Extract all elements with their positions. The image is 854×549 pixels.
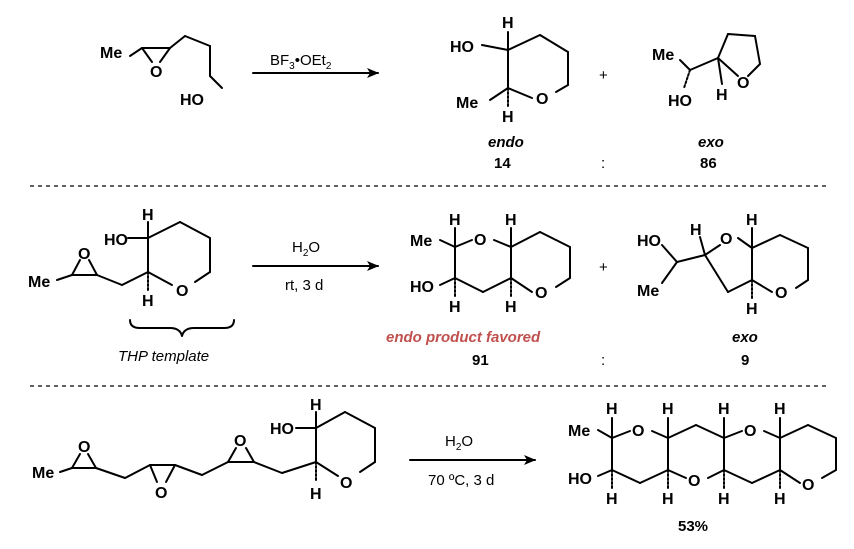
row1-substrate-epoxide-o: O xyxy=(150,64,162,81)
row2-substrate: HO H Me O O H THP template xyxy=(28,207,235,365)
row1-exo-product: Me HO H O exo 86 xyxy=(652,33,761,172)
row3-product-h3: H xyxy=(718,401,730,418)
row3-product-h8: H xyxy=(774,491,786,508)
row2-endo-ratio: 91 xyxy=(472,352,489,369)
row1-exo-me: Me xyxy=(652,47,674,64)
row1-reagent: BF3•OEt2 xyxy=(252,52,379,78)
row1-substrate-me: Me xyxy=(100,45,122,62)
row3-product-h4: H xyxy=(774,401,786,418)
row1-endo-label: endo xyxy=(488,134,524,151)
row3-product-o1: O xyxy=(632,423,644,440)
row1-endo-h-bottom: H xyxy=(502,109,514,126)
row3-product-h7: H xyxy=(718,491,730,508)
row1-exo-ratio: 86 xyxy=(700,155,717,172)
row2-exo-ho: HO xyxy=(637,233,661,250)
row1-ratio-colon: : xyxy=(601,155,605,172)
row2-substrate-epoxide-o: O xyxy=(78,246,90,263)
row3-reagent-bottom: 70 ºC, 3 d xyxy=(428,472,494,489)
row3-product: Me H O H H O H HO H H O H H O 53% xyxy=(568,401,837,535)
row3-product-h6: H xyxy=(662,491,674,508)
row2-exo-product: HO H O H Me H O exo 9 xyxy=(637,212,809,369)
row2-exo-ratio: 9 xyxy=(741,352,749,369)
row3-substrate-ring-o: O xyxy=(340,475,352,492)
row2-endo-o1: O xyxy=(474,232,486,249)
row2-exo-h1: H xyxy=(690,222,702,239)
row3-reagent: H2O 70 ºC, 3 d xyxy=(409,433,536,489)
row3-substrate-o2: O xyxy=(155,485,167,502)
row3-substrate-h-bottom: H xyxy=(310,486,322,503)
template-brace xyxy=(129,319,235,337)
row2-endo-h3: H xyxy=(449,299,461,316)
row3-product-h5: H xyxy=(606,491,618,508)
row3-substrate-h-top: H xyxy=(310,397,322,414)
row3-product-h1: H xyxy=(606,401,618,418)
row1-endo-product: HO H Me O H endo 14 xyxy=(450,15,569,172)
row1-exo-o: O xyxy=(737,75,749,92)
row3-substrate-o1: O xyxy=(78,439,90,456)
row2-endo-label: endo product favored xyxy=(386,329,541,346)
row2-endo-o2: O xyxy=(535,285,547,302)
row1-exo-ho: HO xyxy=(668,93,692,110)
row3-substrate-o3: O xyxy=(234,433,246,450)
row2-endo-ho: HO xyxy=(410,279,434,296)
row2-endo-h1: H xyxy=(449,212,461,229)
row3-reagent-top: H2O xyxy=(445,433,473,453)
row1-endo-me: Me xyxy=(456,95,478,112)
row2-exo-h3: H xyxy=(746,301,758,318)
row1-exo-h: H xyxy=(716,87,728,104)
row2-exo-label: exo xyxy=(732,329,758,346)
template-label: THP template xyxy=(118,348,209,365)
row3-product-o3: O xyxy=(688,473,700,490)
row1-substrate: Me O HO xyxy=(100,35,223,109)
row2-reagent-top: H2O xyxy=(292,239,320,259)
row2-endo-me: Me xyxy=(410,233,432,250)
row3-product-me: Me xyxy=(568,423,590,440)
row1-endo-ratio: 14 xyxy=(494,155,511,172)
row2-endo-h4: H xyxy=(505,299,517,316)
row2-exo-o2: O xyxy=(775,285,787,302)
row2-substrate-ring-o: O xyxy=(176,283,188,300)
row3-yield: 53% xyxy=(678,518,708,535)
row1-substrate-ho: HO xyxy=(180,92,204,109)
row2-reagent: H2O rt, 3 d xyxy=(252,239,379,294)
row2-exo-me: Me xyxy=(637,283,659,300)
row2-plus: + xyxy=(599,259,608,276)
row1-reagent-label: BF3•OEt2 xyxy=(270,52,332,72)
row2-substrate-h-bottom: H xyxy=(142,293,154,310)
row3-product-o2: O xyxy=(744,423,756,440)
row3-substrate-ho: HO xyxy=(270,421,294,438)
row3-product-ho: HO xyxy=(568,471,592,488)
row2-reagent-bottom: rt, 3 d xyxy=(285,277,323,294)
row2-substrate-ho: HO xyxy=(104,232,128,249)
row2-ratio-colon: : xyxy=(601,352,605,369)
row3-substrate: Me O O O HO H O H xyxy=(32,397,376,503)
row2-substrate-me: Me xyxy=(28,274,50,291)
row1-plus: + xyxy=(599,67,608,84)
row1-endo-h-top: H xyxy=(502,15,514,32)
row2-substrate-h-top: H xyxy=(142,207,154,224)
row3-product-h2: H xyxy=(662,401,674,418)
row3-substrate-me: Me xyxy=(32,465,54,482)
row1-endo-o: O xyxy=(536,91,548,108)
row3-product-o4: O xyxy=(802,477,814,494)
row1-endo-ho: HO xyxy=(450,39,474,56)
row1-exo-label: exo xyxy=(698,134,724,151)
row2-exo-o1: O xyxy=(720,231,732,248)
row2-endo-product: Me H O H HO H H O endo product favored 9… xyxy=(386,212,571,369)
row2-endo-h2: H xyxy=(505,212,517,229)
row2-exo-h2: H xyxy=(746,212,758,229)
